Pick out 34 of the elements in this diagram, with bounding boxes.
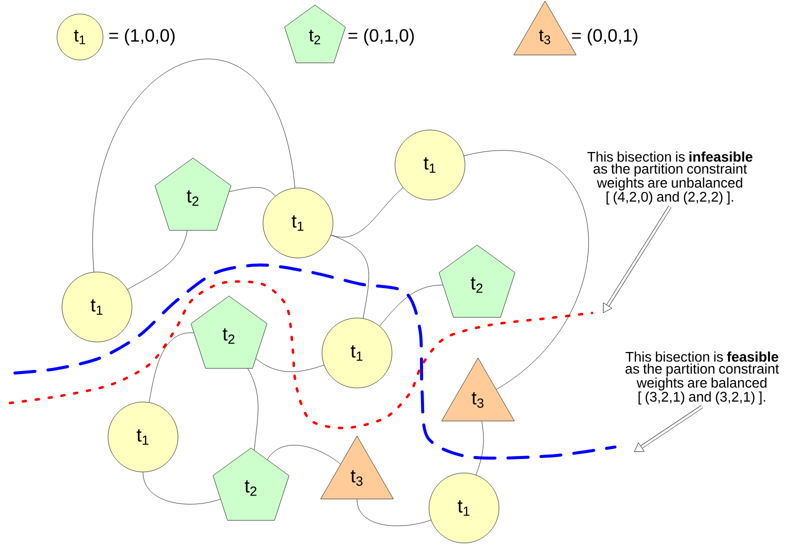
leader-arrow <box>603 206 672 313</box>
pentagon-node: t$_{2}$ <box>190 296 268 369</box>
circle-node: t$_{1}$ <box>394 130 466 200</box>
callout-text: This bisection is infeasible as the partition constraint weights are unbalanced [ (4,2,0) and (2,2,2) ]. <box>587 152 752 204</box>
triangle-node: t$_{3}$ <box>320 436 394 500</box>
graph-edge <box>256 358 324 372</box>
pentagon-node: t$_{2}$ <box>284 4 346 64</box>
equation-label: = (0,1,0) <box>348 28 414 46</box>
graph-edge <box>330 234 369 319</box>
graph-edge <box>464 150 588 390</box>
leader-arrow <box>634 405 703 452</box>
graph-edge <box>248 368 258 450</box>
graph-edge <box>476 420 484 476</box>
graph-edge <box>356 498 432 526</box>
graph-edge <box>267 445 341 464</box>
equation-label: = (1,0,0) <box>109 28 175 46</box>
graph-edge <box>330 187 404 238</box>
graph-edge <box>93 58 296 272</box>
pentagon-node: t$_{2}$ <box>154 158 232 231</box>
callout-text: This bisection is feasible as the partition constraint weights are balanced [ (3,2,1) and (3,2,1) ]. <box>626 352 779 404</box>
pentagon-node: t$_{2}$ <box>212 448 290 521</box>
graph-edge <box>229 187 276 196</box>
circle-node: t$_{1}$ <box>428 472 500 544</box>
circle-node: t$_{1}$ <box>322 318 392 388</box>
circle-node: t$_{1}$ <box>262 188 334 258</box>
triangle-node: t$_{3}$ <box>441 358 515 422</box>
graph-edge <box>142 472 221 504</box>
circle-node: t$_{1}$ <box>62 272 132 342</box>
graph-edge <box>379 284 443 326</box>
circle-node: t$_{1}$ <box>108 402 178 472</box>
pentagon-node: t$_{2}$ <box>438 244 516 318</box>
circle-node: t$_{1}$ <box>56 14 104 60</box>
graph-edge <box>148 332 194 403</box>
graph-edge <box>127 230 188 290</box>
